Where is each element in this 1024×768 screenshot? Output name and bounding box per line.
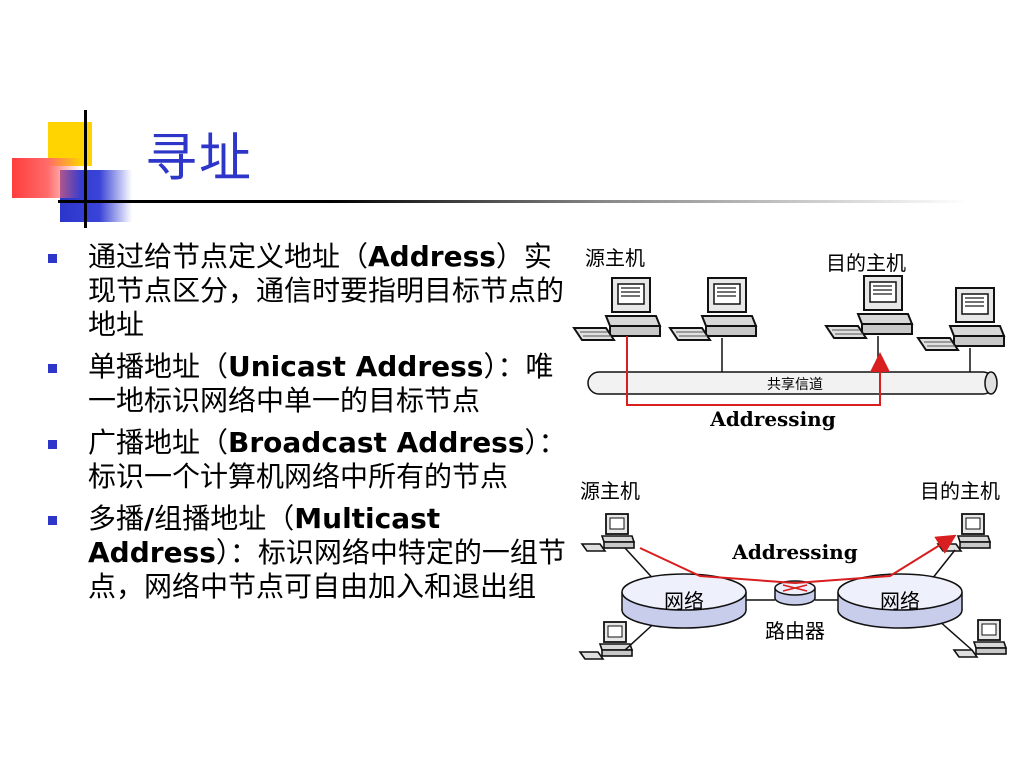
diagram-shared-channel: 源主机 目的主机 共享信道 Addressing <box>573 246 1005 431</box>
source-computer-icon <box>573 277 661 341</box>
dest-computer-icon <box>937 513 991 552</box>
channel-label: 共享信道 <box>767 376 823 393</box>
network-right: 网络 <box>837 573 963 629</box>
bullet-marker <box>48 364 57 373</box>
shared-channel-cable <box>587 371 995 395</box>
bullet-item-address: 通过给节点定义地址（Address）实现节点区分，通信时要指明目标节点的地址 <box>48 240 578 342</box>
dest-computer-icon <box>825 275 913 339</box>
source-host-label: 源主机 <box>580 479 640 503</box>
router-label: 路由器 <box>765 619 825 643</box>
addressing-label: Addressing <box>731 540 857 564</box>
dest-host-label: 目的主机 <box>826 251 906 275</box>
computer-icon <box>579 621 633 660</box>
bullet-marker <box>48 440 57 449</box>
bullet-marker <box>48 254 57 263</box>
network-left-label: 网络 <box>664 589 704 613</box>
bullet-list: 通过给节点定义地址（Address）实现节点区分，通信时要指明目标节点的地址 单… <box>48 240 578 612</box>
network-left: 网络 <box>621 573 747 629</box>
network-right-label: 网络 <box>880 589 920 613</box>
addressing-label: Addressing <box>709 407 835 431</box>
computer-icon <box>953 619 1007 658</box>
bullet-item-broadcast: 广播地址（Broadcast Address）：标识一个计算机网络中所有的节点 <box>48 426 578 494</box>
source-host-label: 源主机 <box>585 246 645 270</box>
router-icon <box>774 580 816 606</box>
addressing-arrow <box>639 534 957 585</box>
bullet-item-unicast: 单播地址（Unicast Address）：唯一地标识网络中单一的目标节点 <box>48 350 578 418</box>
source-computer-icon <box>581 513 635 552</box>
addressing-arrow <box>626 336 890 406</box>
header-horizontal-rule <box>58 200 968 203</box>
header-red-square <box>12 158 82 198</box>
header-vertical-line <box>84 110 87 228</box>
diagram-routed-networks: 源主机 目的主机 网络 网络 <box>579 479 1007 660</box>
dest-host-label: 目的主机 <box>920 479 1000 503</box>
computer-icon <box>917 287 1005 351</box>
bullet-item-multicast: 多播/组播地址（Multicast Address）：标识网络中特定的一组节点，… <box>48 502 578 604</box>
bullet-marker <box>48 516 57 525</box>
slide-title: 寻址 <box>145 129 254 189</box>
computer-icon <box>669 277 757 341</box>
